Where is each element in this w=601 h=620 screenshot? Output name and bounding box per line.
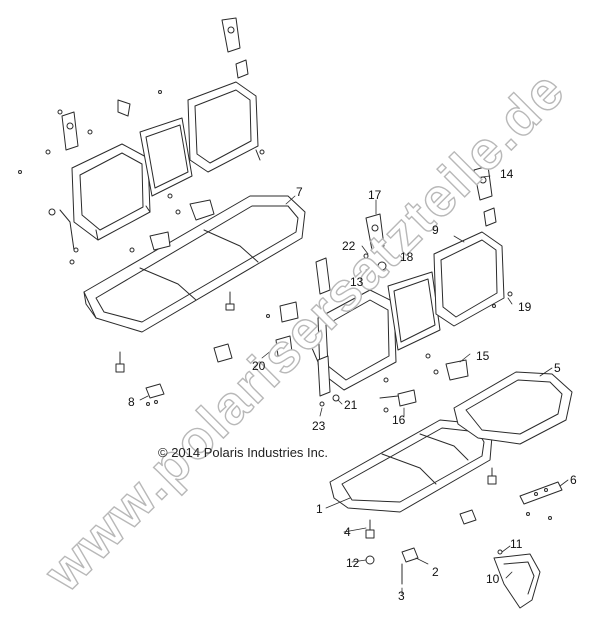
- leader-lines: [139, 175, 569, 595]
- callout-18: 18: [400, 250, 414, 264]
- callout-13: 13: [350, 275, 364, 289]
- callout-17: 17: [368, 188, 382, 202]
- front-seat-backrest-9: [311, 231, 505, 393]
- callout-5: 5: [554, 361, 561, 375]
- callout-14: 14: [500, 167, 514, 181]
- callout-15: 15: [476, 349, 490, 363]
- rear-seat-backrest-left: [59, 81, 261, 251]
- rear-seat-bottom-7: [83, 195, 306, 333]
- front-seat-bottom-5: [453, 371, 573, 445]
- callout-11: 11: [510, 537, 523, 551]
- callout-23: 23: [312, 419, 326, 433]
- callout-6: 6: [570, 473, 577, 487]
- callout-7: 7: [296, 185, 303, 199]
- copyright-text: © 2014 Polaris Industries Inc.: [158, 445, 328, 460]
- callout-12: 12: [346, 556, 360, 570]
- callout-9: 9: [432, 223, 439, 237]
- callout-8: 8: [128, 395, 135, 409]
- callout-10: 10: [486, 572, 500, 586]
- callout-3: 3: [398, 589, 405, 603]
- callout-4: 4: [344, 525, 351, 539]
- callout-22: 22: [342, 239, 356, 253]
- callout-19: 19: [518, 300, 532, 314]
- front-seat-hardware: [315, 165, 513, 413]
- callout-1: 1: [316, 502, 323, 516]
- callout-20: 20: [252, 359, 266, 373]
- callout-2: 2: [432, 565, 439, 579]
- callout-16: 16: [392, 413, 406, 427]
- rear-seat-hardware: [18, 17, 299, 406]
- callout-21: 21: [344, 398, 358, 412]
- loose-hardware-lower: [365, 467, 563, 609]
- front-seat-bottom-1: [329, 419, 493, 513]
